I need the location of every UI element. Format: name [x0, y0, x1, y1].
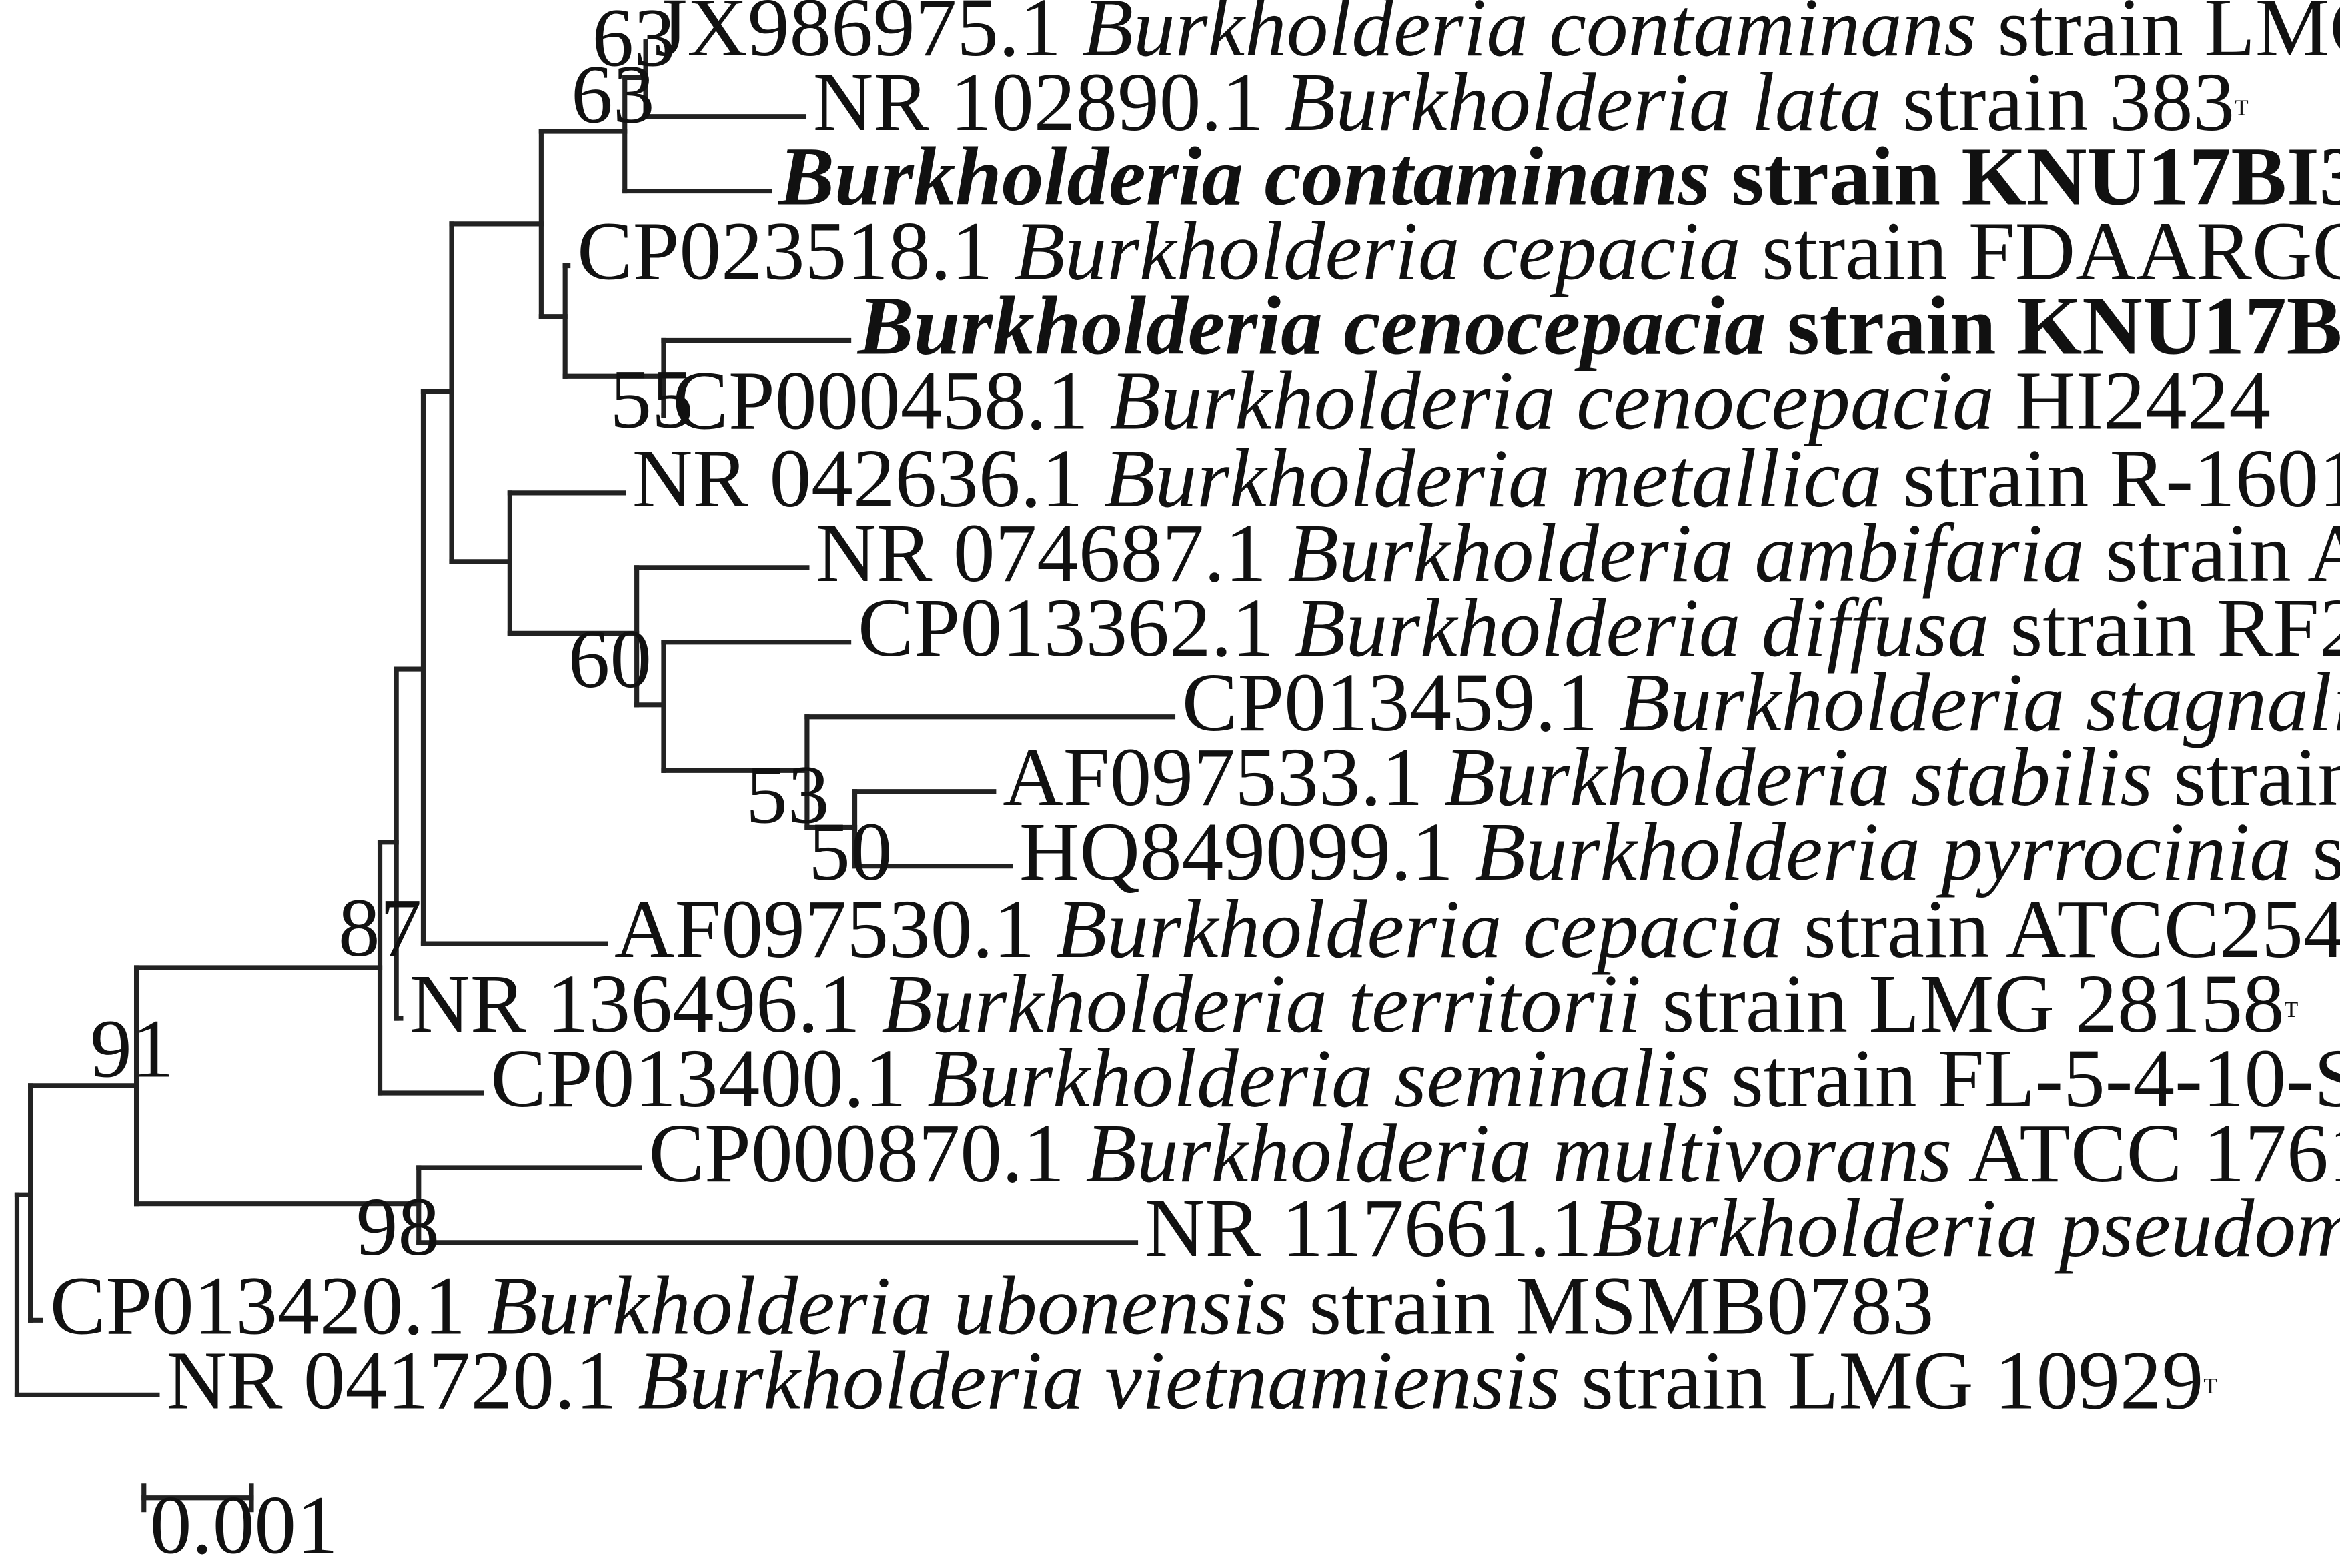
leaf-strain: strain KNU17BI2: [1766, 280, 2340, 373]
leaf-accession: NR 042636.1: [632, 432, 1104, 525]
leaf-species: Burkholderia pseudomultivorans: [1592, 1182, 2340, 1275]
leaf-accession: CP013459.1: [1182, 656, 1619, 749]
bootstrap-value-3: 60: [568, 613, 652, 706]
leaf-strain: HI2424: [1994, 355, 2271, 448]
leaf-accession: NR 102890.1: [813, 56, 1285, 149]
bootstrap-value-8: 98: [356, 1181, 440, 1273]
leaf-accession: CP013420.1: [50, 1259, 487, 1352]
leaf-strain: strain ATCC25416: [1783, 883, 2340, 976]
leaf-accession: JX986975.1: [655, 0, 1083, 74]
leaf-accession: CP013400.1: [490, 1032, 927, 1125]
leaf-label-3: CP023518.1 Burkholderia cepacia strain F…: [577, 205, 2340, 298]
leaf-species: Burkholderia contaminans: [1082, 0, 1976, 74]
leaf-label-9: CP013459.1 Burkholderia stagnalis strain…: [1182, 656, 2340, 749]
leaf-species: Burkholderia seminalis: [927, 1032, 1710, 1125]
scale-bar-label: 0.001: [150, 1479, 338, 1568]
leaf-accession: HQ849099.1: [1019, 806, 1475, 898]
scale-bar: 0.001: [141, 1479, 338, 1568]
leaf-label-11: HQ849099.1 Burkholderia pyrrocinia strai…: [1019, 806, 2340, 898]
bootstrap-value-2: 55: [610, 353, 693, 446]
leaf-type-strain-mark: T: [2203, 1374, 2217, 1399]
leaf-species: Burkholderia cepacia: [1014, 205, 1741, 298]
leaf-label-1: NR 102890.1 Burkholderia lata strain 383…: [813, 56, 2249, 149]
leaf-strain: strain LMG 23361: [1976, 0, 2340, 74]
leaf-accession: AF097530.1: [614, 883, 1056, 976]
leaf-species: Burkholderia diffusa: [1295, 582, 1989, 674]
leaf-species: Burkholderia ubonensis: [487, 1259, 1288, 1352]
leaf-species: Burkholderia cenocepacia: [1109, 355, 1994, 448]
leaf-species: Burkholderia contaminans: [777, 131, 1710, 223]
leaf-species: Burkholderia pyrrocinia: [1474, 806, 2291, 898]
bootstrap-value-1: 63: [571, 49, 654, 141]
leaf-strain: strain AMMD: [2085, 507, 2340, 600]
leaf-label-6: NR 042636.1 Burkholderia metallica strai…: [632, 432, 2340, 525]
bootstrap-value-6: 87: [338, 882, 422, 974]
leaf-strain: strain LMG 14294: [2153, 731, 2340, 824]
bootstrap-value-0: 63: [592, 0, 675, 85]
leaf-type-strain-mark: T: [2235, 95, 2249, 120]
leaf-species: Burkholderia stabilis: [1444, 731, 2153, 824]
leaf-species: Burkholderia lata: [1285, 56, 1882, 149]
tree-branches: [14, 39, 1176, 1397]
leaf-strain: strain FL-5-4-10-S1-D7: [1710, 1032, 2340, 1125]
leaf-accession: NR 041720.1: [166, 1334, 638, 1427]
leaf-accession: NR 117661.1: [1145, 1182, 1592, 1275]
leaf-label-5: CP000458.1 Burkholderia cenocepacia HI24…: [672, 355, 2271, 448]
leaf-label-14: CP013400.1 Burkholderia seminalis strain…: [490, 1032, 2340, 1125]
leaf-species: Burkholderia ambifaria: [1287, 507, 2085, 600]
leaf-species: Burkholderia stagnalis: [1619, 656, 2340, 749]
leaf-strain: strain RF2-non-BP9: [1989, 582, 2340, 674]
leaf-strain: ATCC 17616: [1952, 1107, 2340, 1200]
leaf-type-strain-mark: T: [2285, 998, 2299, 1022]
leaf-accession: NR 074687.1: [816, 507, 1287, 600]
leaf-labels: JX986975.1 Burkholderia contaminans stra…: [50, 0, 2340, 1427]
leaf-label-2: Burkholderia contaminans strain KNU17BI3: [777, 131, 2340, 223]
leaf-species: Burkholderia territorii: [881, 958, 1641, 1050]
leaf-label-16: NR 117661.1Burkholderia pseudomultivoran…: [1145, 1182, 2340, 1275]
leaf-species: Burkholderia vietnamiensis: [638, 1334, 1560, 1427]
leaf-label-15: CP000870.1 Burkholderia multivorans ATCC…: [649, 1107, 2340, 1200]
leaf-label-12: AF097530.1 Burkholderia cepacia strain A…: [614, 883, 2340, 976]
leaf-accession: AF097533.1: [1003, 731, 1444, 824]
leaf-label-10: AF097533.1 Burkholderia stabilis strain …: [1003, 731, 2340, 824]
bootstrap-value-5: 50: [808, 806, 892, 898]
bootstrap-value-7: 91: [90, 1002, 173, 1095]
leaf-species: Burkholderia cepacia: [1056, 883, 1783, 976]
leaf-label-7: NR 074687.1 Burkholderia ambifaria strai…: [816, 507, 2340, 600]
leaf-accession: CP023518.1: [577, 205, 1014, 298]
leaf-strain: strain LMG 14191: [2291, 806, 2340, 898]
leaf-strain: strain MSMB0783: [1288, 1259, 1934, 1352]
leaf-accession: CP000458.1: [672, 355, 1109, 448]
leaf-strain: strain 383: [1882, 56, 2235, 149]
leaf-species: Burkholderia cenocepacia: [856, 280, 1766, 373]
leaf-accession: CP000870.1: [649, 1107, 1086, 1200]
leaf-species: Burkholderia multivorans: [1085, 1107, 1952, 1200]
leaf-strain: strain FDAARGOS 388: [1741, 205, 2340, 298]
leaf-species: Burkholderia metallica: [1104, 432, 1882, 525]
leaf-strain: strain KNU17BI3: [1710, 131, 2340, 223]
leaf-label-18: NR 041720.1 Burkholderia vietnamiensis s…: [166, 1334, 2217, 1427]
leaf-strain: strain R-16017: [1882, 432, 2340, 525]
leaf-label-8: CP013362.1 Burkholderia diffusa strain R…: [858, 582, 2340, 674]
leaf-label-17: CP013420.1 Burkholderia ubonensis strain…: [50, 1259, 1934, 1352]
leaf-label-13: NR 136496.1 Burkholderia territorii stra…: [410, 958, 2298, 1050]
leaf-strain: strain LMG 28158: [1641, 958, 2285, 1050]
leaf-strain: strain LMG 10929: [1560, 1334, 2204, 1427]
leaf-accession: CP013362.1: [858, 582, 1295, 674]
bootstrap-value-4: 53: [746, 749, 829, 842]
leaf-label-0: JX986975.1 Burkholderia contaminans stra…: [655, 0, 2340, 74]
leaf-accession: NR 136496.1: [410, 958, 881, 1050]
leaf-label-4: Burkholderia cenocepacia strain KNU17BI2: [856, 280, 2340, 373]
